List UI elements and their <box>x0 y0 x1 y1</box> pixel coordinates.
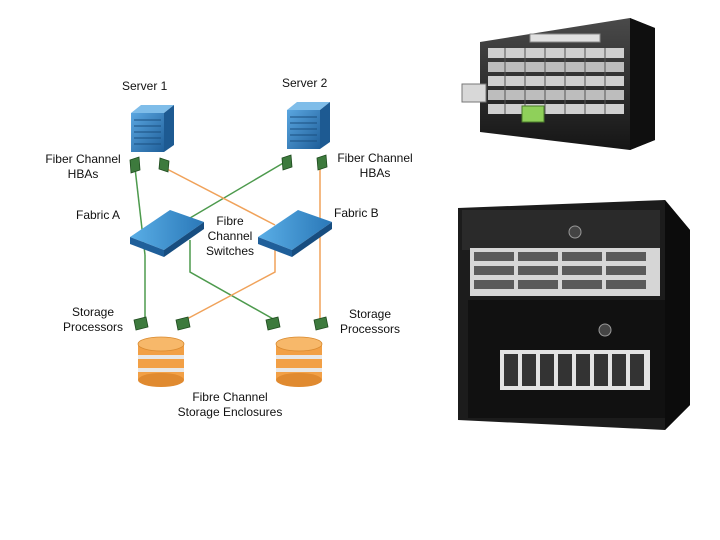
hba-card-s2-a <box>281 154 293 171</box>
fabric-a-label: Fabric A <box>76 208 121 222</box>
enclosures-line-2: Storage Enclosures <box>177 405 283 419</box>
fabric-b-label: Fabric B <box>334 206 379 220</box>
hba-right-label: Fiber Channel HBAs <box>330 151 420 181</box>
storage-processor-cards <box>133 316 329 331</box>
sp-right-line-2: Processors <box>339 322 401 336</box>
sp-right-line-1: Storage <box>348 307 392 321</box>
enclosures-line-1: Fibre Channel <box>192 390 268 404</box>
hba-right-line-1: Fiber Channel <box>337 151 413 165</box>
hba-left-label: Fiber Channel HBAs <box>38 152 128 182</box>
enclosures-label: Fibre Channel Storage Enclosures <box>165 390 295 420</box>
link-fabric-b-sp1 <box>184 250 276 321</box>
switches-line-1: Fibre <box>216 214 244 228</box>
server-2-label: Server 2 <box>282 76 328 90</box>
sp-card-1a <box>133 316 149 331</box>
sp-card-2b <box>313 316 329 331</box>
sp-card-2a <box>265 316 281 331</box>
link-s2-fabric-a <box>189 161 286 219</box>
sp-left-line-1: Storage <box>71 305 115 319</box>
hba-card-s1-a <box>129 156 141 174</box>
hba-card-s2-b <box>316 154 328 171</box>
server-1-icon <box>131 105 174 152</box>
sp-card-1b <box>175 316 191 331</box>
fabric-b-switch-icon <box>258 210 332 257</box>
hba-left-line-1: Fiber Channel <box>45 152 121 166</box>
hba-cards <box>129 154 328 174</box>
storage-enclosure-2-icon <box>275 336 323 387</box>
link-fabric-a-sp2 <box>189 240 276 321</box>
sp-right-label: Storage Processors <box>332 307 408 337</box>
storage-enclosure-1-icon <box>137 336 185 387</box>
blade-server-chassis-photo <box>461 18 655 150</box>
fabric-a-switch-icon <box>130 210 204 257</box>
switches-line-3: Switches <box>205 244 255 258</box>
switches-line-2: Channel <box>207 229 253 243</box>
sp-left-line-2: Processors <box>62 320 124 334</box>
hba-right-line-2: HBAs <box>359 166 391 180</box>
server-2-icon <box>287 102 330 149</box>
link-s1-fabric-b <box>164 167 276 226</box>
hba-left-line-2: HBAs <box>67 167 99 181</box>
switches-label: Fibre Channel Switches <box>198 214 262 259</box>
server-1-label: Server 1 <box>122 79 168 93</box>
fabric-b-links <box>164 165 321 321</box>
dell-storage-array-photo <box>458 200 690 430</box>
sp-left-label: Storage Processors <box>55 305 131 335</box>
hba-card-s1-b <box>158 157 170 173</box>
